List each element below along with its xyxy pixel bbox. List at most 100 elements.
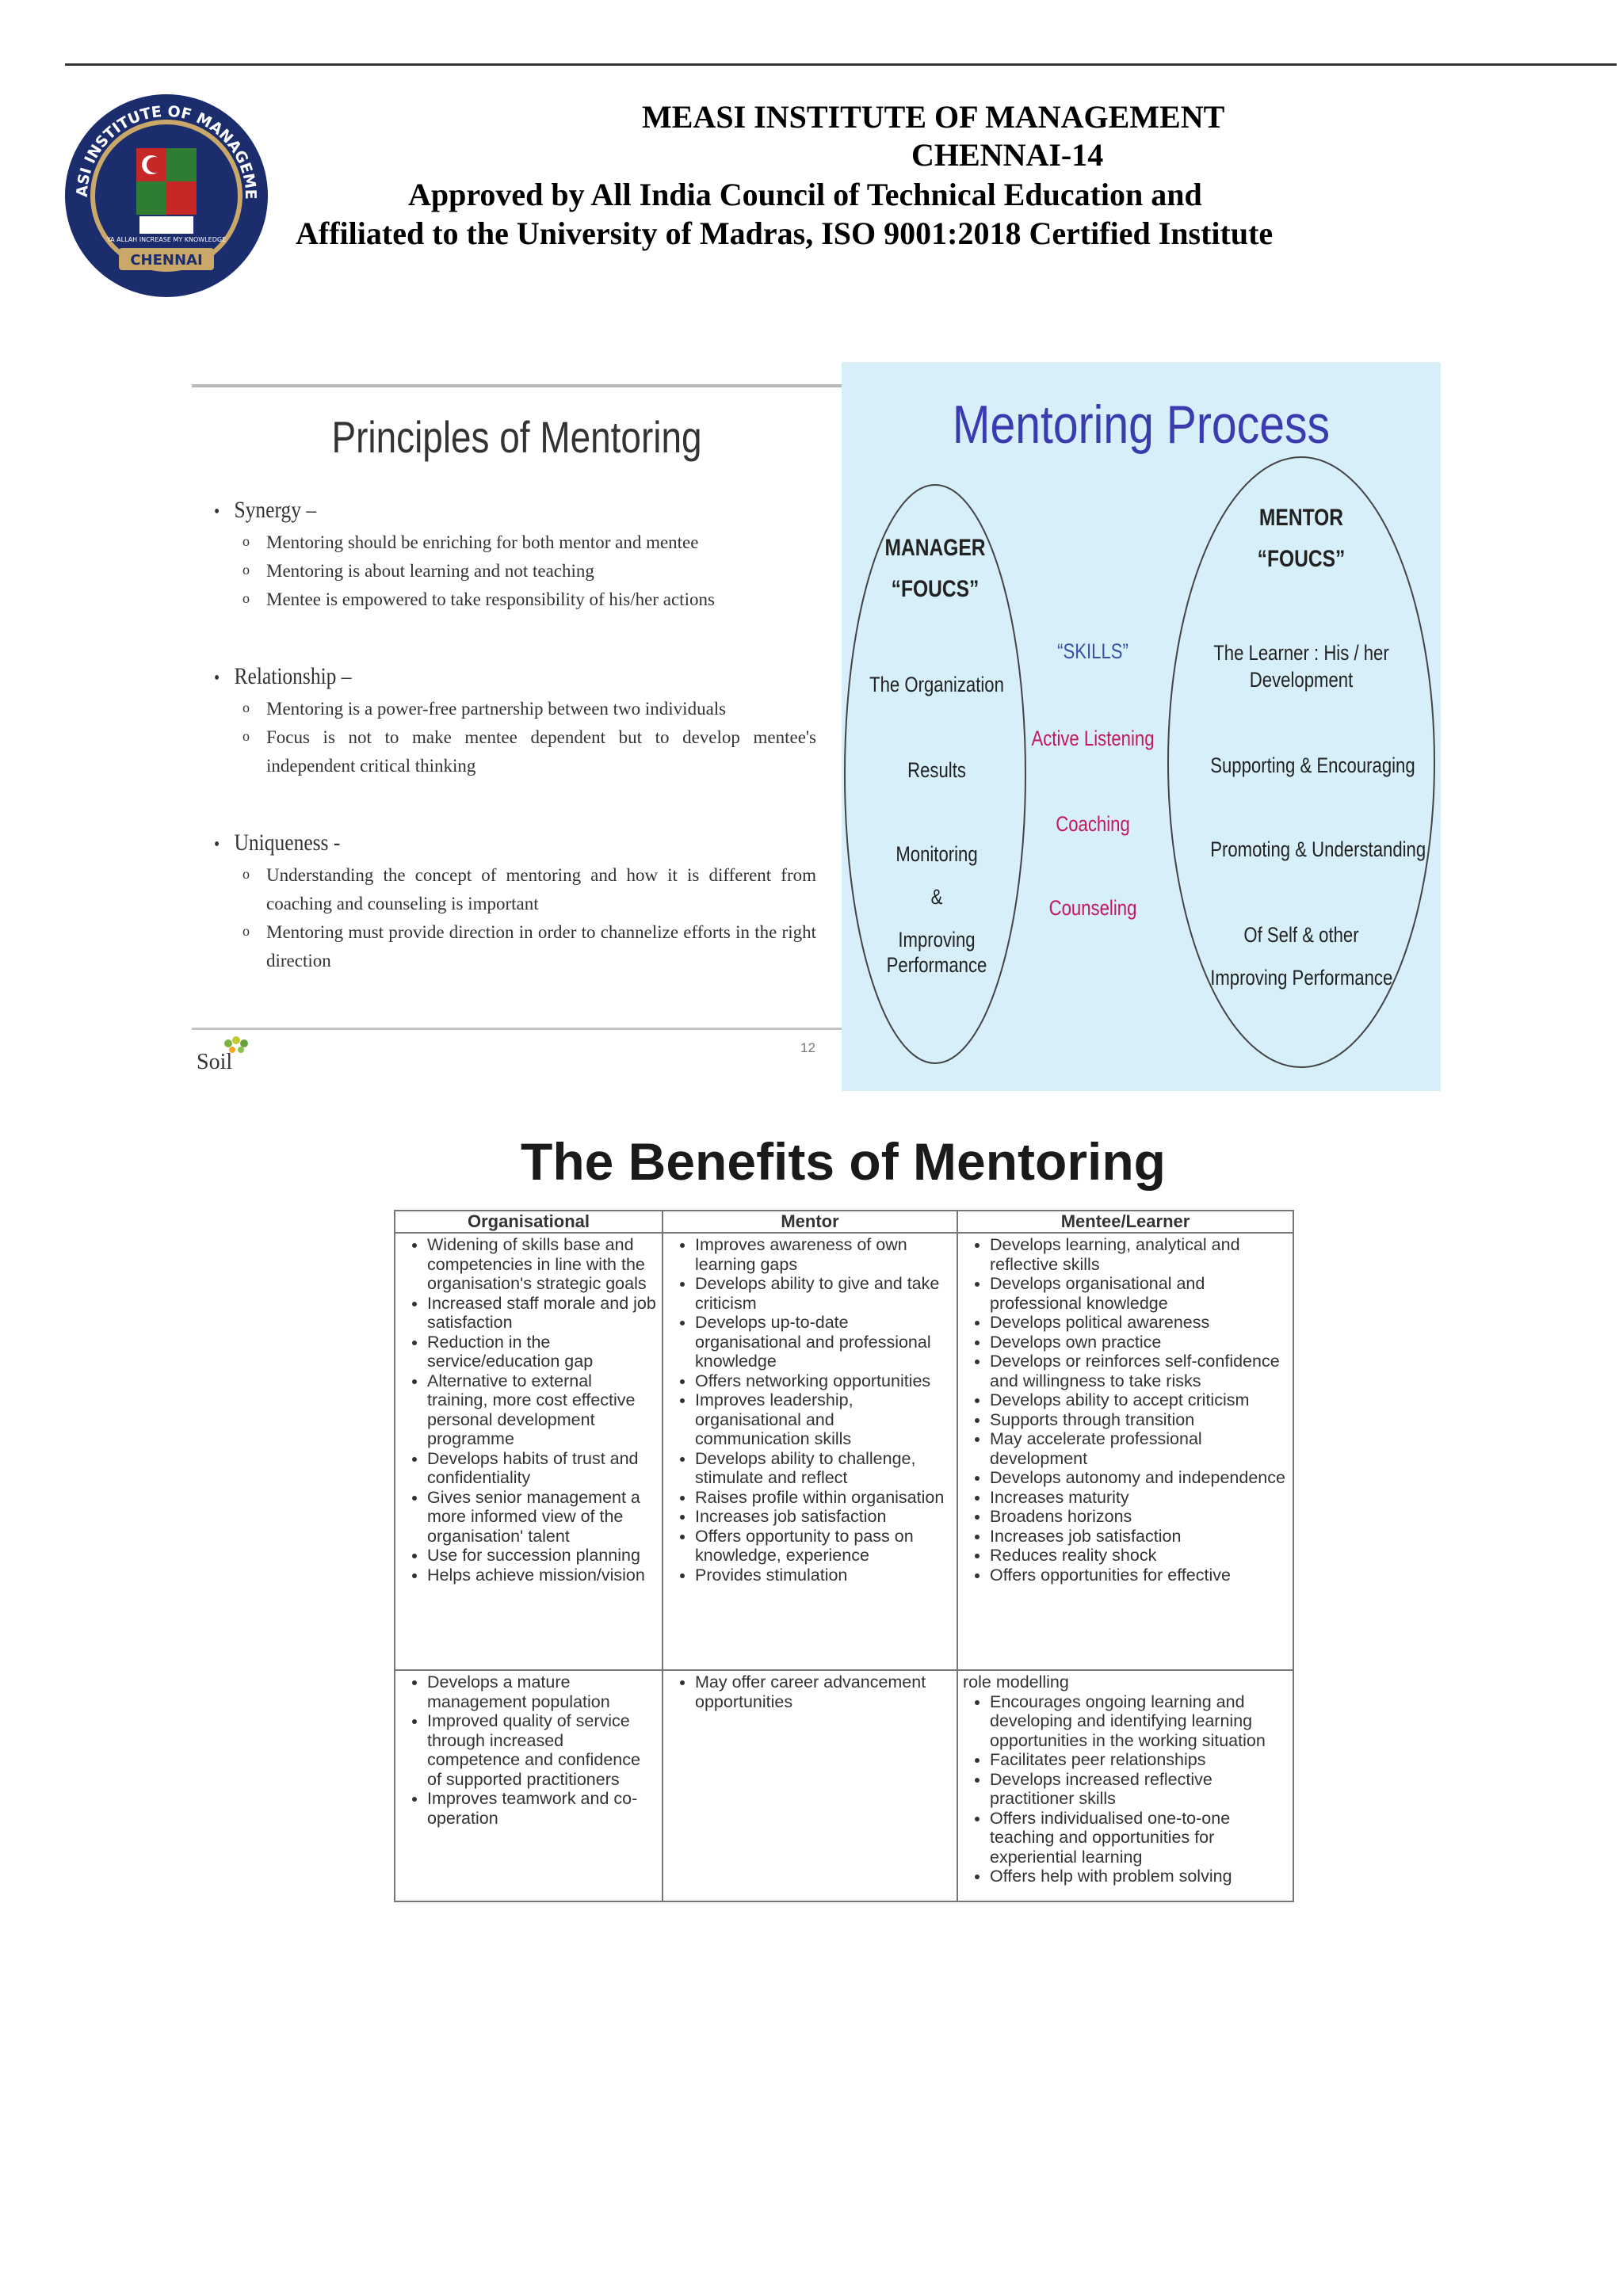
mentoring-process-title: Mentoring Process xyxy=(952,395,1331,455)
list-item: Use for succession planning xyxy=(427,1546,657,1566)
manager-focus: “FOUCS” xyxy=(891,576,980,602)
benefits-table: Organisational Mentor Mentee/Learner Wid… xyxy=(394,1210,1294,1902)
organisational-cell: Develops a mature management population … xyxy=(394,1669,663,1902)
mentor-item: The Learner : His / her xyxy=(1213,641,1389,665)
mentor-focus: “FOUCS” xyxy=(1257,546,1346,572)
list-item: Increases job satisfaction xyxy=(695,1507,952,1527)
mentor-cell: Improves awareness of own learning gaps … xyxy=(662,1232,958,1671)
list-item: Alternative to external training, more c… xyxy=(427,1371,657,1449)
list-item: Improved quality of service through incr… xyxy=(427,1711,657,1789)
svg-text:CHENNAI: CHENNAI xyxy=(130,252,202,269)
principle-item: Mentoring is about learning and not teac… xyxy=(214,555,816,585)
list-item: Increased staff morale and job satisfact… xyxy=(427,1294,657,1333)
list-item: Gives senior management a more informed … xyxy=(427,1488,657,1547)
slide-bottom-rule xyxy=(192,1028,842,1030)
list-item: Offers help with problem solving xyxy=(990,1867,1288,1886)
principle-uniqueness: Uniqueness - Understanding the concept o… xyxy=(214,830,817,975)
list-item: Increases maturity xyxy=(990,1488,1288,1508)
manager-item: Improving xyxy=(898,928,976,952)
list-item: Widening of skills base and competencies… xyxy=(427,1235,657,1294)
list-item: May offer career advancement opportuniti… xyxy=(695,1672,952,1711)
list-item: Develops increased reflective practition… xyxy=(990,1770,1288,1809)
principle-heading: Synergy – xyxy=(214,497,726,524)
list-item: Raises profile within organisation xyxy=(695,1488,952,1508)
mentor-ellipse-outline xyxy=(1167,456,1435,1068)
skill-item: Active Listening xyxy=(1031,727,1155,750)
list-item: Increases job satisfaction xyxy=(990,1527,1288,1547)
table-header-row: Organisational Mentor Mentee/Learner xyxy=(394,1210,1294,1234)
list-item: Broadens horizons xyxy=(990,1507,1288,1527)
manager-ellipse-outline xyxy=(844,484,1026,1064)
header-approval: Approved by All India Council of Technic… xyxy=(408,177,1202,212)
process-ellipses xyxy=(844,456,1435,1068)
principle-item: Mentoring must provide direction in orde… xyxy=(214,917,816,975)
list-item: Develops a mature management population xyxy=(427,1672,657,1711)
principle-relationship: Relationship – Mentoring is a power-free… xyxy=(214,663,817,780)
list-item: Develops ability to challenge, stimulate… xyxy=(695,1449,952,1488)
principles-slide: Principles of Mentoring Synergy – Mentor… xyxy=(192,362,842,1075)
list-item: Develops ability to give and take critic… xyxy=(695,1274,952,1313)
manager-item: & xyxy=(930,885,943,909)
skill-item: Coaching xyxy=(1056,812,1130,836)
svg-text:YA ALLAH INCREASE MY KNOWLEDGE: YA ALLAH INCREASE MY KNOWLEDGE xyxy=(106,236,226,243)
principle-synergy: Synergy – Mentoring should be enriching … xyxy=(214,497,816,614)
mentor-item: Promoting & Understanding xyxy=(1210,837,1426,861)
list-item: Develops ability to accept criticism xyxy=(990,1390,1288,1410)
list-item: Offers opportunity to pass on knowledge,… xyxy=(695,1527,952,1566)
skills-label: “SKILLS” xyxy=(1057,639,1128,663)
skill-item: Counseling xyxy=(1048,896,1137,920)
list-item: Develops up-to-date organisational and p… xyxy=(695,1313,952,1371)
manager-item: The Organization xyxy=(869,673,1004,696)
list-item: Improves leadership, organisational and … xyxy=(695,1390,952,1449)
soil-logo-text: Soil xyxy=(197,1050,233,1074)
manager-item: Performance xyxy=(886,953,987,977)
principles-title: Principles of Mentoring xyxy=(331,412,702,462)
manager-item: Results xyxy=(907,758,966,782)
principle-item: Understanding the concept of mentoring a… xyxy=(214,860,816,918)
list-item: Develops autonomy and independence xyxy=(990,1468,1288,1488)
mentor-cell: May offer career advancement opportuniti… xyxy=(662,1669,958,1902)
list-item: Provides stimulation xyxy=(695,1566,952,1585)
institute-seal-logo: MEASI INSTITUTE OF MANAGEMENT YA ALLAH I… xyxy=(63,93,268,297)
manager-item: Monitoring xyxy=(896,842,978,866)
benefits-title: The Benefits of Mentoring xyxy=(521,1132,1166,1191)
header-institute-name: MEASI INSTITUTE OF MANAGEMENT xyxy=(642,99,1225,135)
list-item: Develops or reinforces self-confidence a… xyxy=(990,1352,1288,1390)
list-item: Develops political awareness xyxy=(990,1313,1288,1333)
slide-page-number: 12 xyxy=(800,1040,815,1055)
principle-item: Focus is not to make mentee dependent bu… xyxy=(214,722,816,780)
list-item: Offers networking opportunities xyxy=(695,1371,952,1391)
mentor-item: Of Self & other xyxy=(1243,923,1359,947)
list-item: Develops habits of trust and confidentia… xyxy=(427,1449,657,1488)
list-item: Reduces reality shock xyxy=(990,1546,1288,1566)
list-item: Develops organisational and professional… xyxy=(990,1274,1288,1313)
list-item: Offers opportunities for effective xyxy=(990,1566,1288,1585)
column-header-organisational: Organisational xyxy=(394,1210,663,1234)
list-item: Develops own practice xyxy=(990,1333,1288,1352)
organisational-cell: Widening of skills base and competencies… xyxy=(394,1232,663,1671)
mentor-label: MENTOR xyxy=(1258,505,1344,531)
slide-top-rule xyxy=(192,384,842,387)
column-header-mentee: Mentee/Learner xyxy=(957,1210,1294,1234)
principle-heading: Relationship – xyxy=(214,663,726,690)
table-row: Widening of skills base and competencies… xyxy=(394,1232,1294,1671)
list-item: Improves awareness of own learning gaps xyxy=(695,1235,952,1274)
manager-label: MANAGER xyxy=(884,535,986,561)
list-item: Improves teamwork and co-operation xyxy=(427,1789,657,1828)
principle-item: Mentee is empowered to take responsibili… xyxy=(214,584,816,614)
header-city: CHENNAI-14 xyxy=(911,137,1104,173)
list-item: Supports through transition xyxy=(990,1410,1288,1430)
principle-heading: Uniqueness - xyxy=(214,830,726,856)
list-item: May accelerate professional development xyxy=(990,1429,1288,1468)
table-row: Develops a mature management population … xyxy=(394,1669,1294,1902)
mentor-item: Development xyxy=(1249,668,1354,692)
principle-item: Mentoring should be enriching for both m… xyxy=(214,527,816,557)
mentee-cell: role modelling Encourages ongoing learni… xyxy=(957,1669,1294,1902)
list-item: Facilitates peer relationships xyxy=(990,1750,1288,1770)
list-item: Encourages ongoing learning and developi… xyxy=(990,1692,1288,1751)
list-item: Helps achieve mission/vision xyxy=(427,1566,657,1585)
soil-leaf-icon xyxy=(224,1036,248,1053)
top-rule xyxy=(65,63,1617,66)
list-item-continuation: role modelling xyxy=(963,1672,1069,1691)
list-item: Reduction in the service/education gap xyxy=(427,1333,657,1371)
